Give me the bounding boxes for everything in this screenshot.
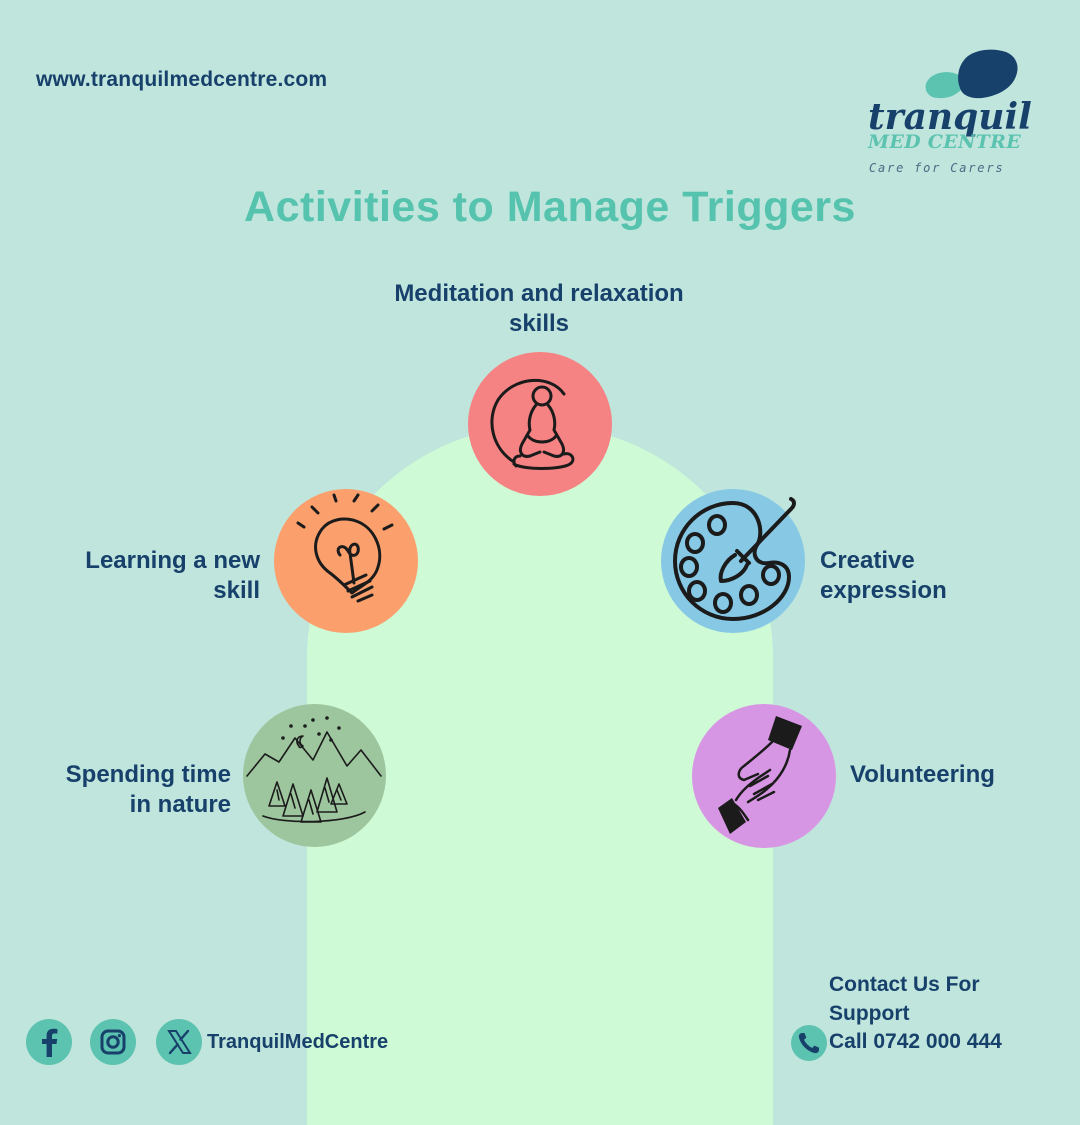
- lightbulb-icon: [296, 493, 394, 603]
- activity-label-line1: Creative: [820, 547, 915, 574]
- phone-number[interactable]: Call 0742 000 444: [829, 1030, 1002, 1053]
- activity-label-line2: skills: [508, 310, 570, 337]
- phone-icon: [798, 1033, 819, 1054]
- activity-label-line2: skill: [213, 577, 260, 604]
- activity-label-line1: Learning a new: [85, 547, 260, 574]
- paint-palette-icon: [673, 497, 796, 621]
- contact-heading: Contact Us For Support: [829, 970, 980, 1028]
- phone-button[interactable]: [791, 1025, 827, 1061]
- logo-subname: MED CENTRE: [868, 131, 1021, 153]
- logo-name: tranquil: [868, 96, 1032, 138]
- x-icon: [167, 1029, 192, 1055]
- page-title: Activities to Manage Triggers: [244, 183, 856, 231]
- activity-circle-nature: [243, 704, 386, 847]
- activity-label-meditation: Meditation and relaxation skills: [0, 279, 1078, 339]
- activity-label-line1: Spending time: [65, 761, 231, 788]
- activity-label-volunteering: Volunteering: [850, 760, 1050, 790]
- activity-label-learning: Learning a new skill: [30, 546, 260, 606]
- activity-label-line1: Meditation and relaxation: [394, 280, 684, 307]
- logo-tagline: Care for Carers: [869, 161, 1005, 175]
- activity-label-line2: expression: [820, 577, 947, 604]
- mountains-forest-icon: [246, 716, 382, 823]
- activity-label-line1: Volunteering: [850, 761, 995, 788]
- contact-line2: Support: [829, 1002, 910, 1025]
- activity-label-creative: Creative expression: [820, 546, 1020, 606]
- social-handle[interactable]: TranquilMedCentre: [207, 1031, 389, 1053]
- activity-label-line2: in nature: [129, 791, 231, 818]
- handshake-icon: [718, 716, 802, 834]
- activity-label-nature: Spending time in nature: [10, 760, 231, 820]
- instagram-icon: [100, 1029, 126, 1055]
- activity-circle-meditation: [468, 352, 612, 496]
- x-twitter-button[interactable]: [156, 1019, 202, 1065]
- website-url[interactable]: www.tranquilmedcentre.com: [36, 68, 328, 91]
- contact-line1: Contact Us For: [829, 973, 980, 996]
- meditation-icon: [490, 379, 575, 470]
- activity-circle-learning: [274, 489, 418, 633]
- activity-circle-creative: [661, 489, 805, 633]
- instagram-button[interactable]: [90, 1019, 136, 1065]
- activity-circle-volunteering: [692, 704, 836, 848]
- facebook-button[interactable]: [26, 1019, 72, 1065]
- logo-droplet-icon: [925, 49, 1018, 99]
- tranquil-logo: tranquil MED CENTRE Care for Carers: [860, 44, 1040, 184]
- facebook-icon: [42, 1028, 58, 1057]
